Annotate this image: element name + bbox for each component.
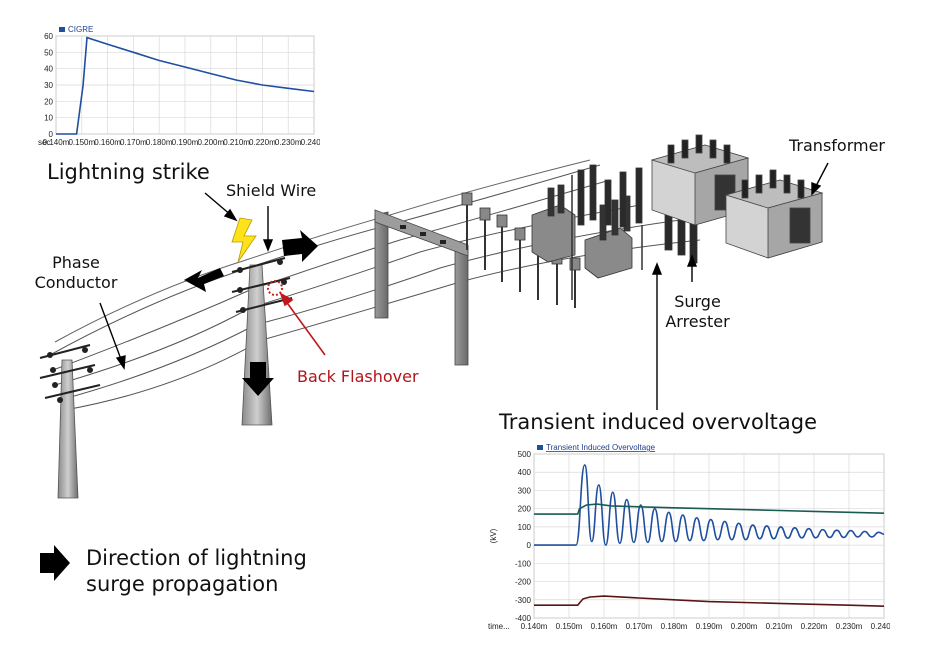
back-flashover-pointer: [279, 292, 326, 356]
y-tick-label: 30: [44, 81, 53, 90]
x-tick-label: 0.160m: [591, 622, 618, 631]
series-line-blue: [533, 464, 885, 546]
surge-arrester-label: Surge Arrester: [660, 292, 735, 332]
x-tick-label: 0.180m: [661, 622, 688, 631]
x-axis-label: sec: [38, 138, 50, 147]
x-tick-label: 0.240m: [301, 138, 320, 147]
arrow-left-icon: [184, 268, 224, 292]
conductor-wire: [64, 239, 701, 411]
substation-gantry: [374, 209, 469, 366]
shield-wire: [54, 159, 591, 343]
conductor-lines: [49, 159, 701, 411]
direction-legend-label: Direction of lightning surge propagation: [86, 545, 307, 597]
x-tick-label: 0.170m: [626, 622, 653, 631]
transmission-tower-left: [39, 344, 101, 499]
y-tick-label: 40: [44, 65, 53, 74]
legend-swatch: [537, 445, 543, 450]
y-tick-label: 300: [518, 486, 532, 495]
series-line-cigre: [56, 36, 315, 135]
series-line-darkred: [534, 595, 885, 607]
x-tick-label: 0.230m: [275, 138, 302, 147]
y-tick-label: 200: [518, 505, 532, 514]
substation-equipment: [461, 164, 698, 308]
y-tick-label: 50: [44, 48, 53, 57]
phase-conductor-label: Phase Conductor: [26, 253, 126, 293]
lightning-strike-label: Lightning strike: [47, 160, 210, 184]
x-tick-label: 0.200m: [197, 138, 224, 147]
phase-conductor-line1: Phase: [52, 253, 100, 272]
x-tick-label: 0.240m: [871, 622, 890, 631]
surge-direction-arrows: [40, 230, 318, 581]
x-tick-label: 0.210m: [766, 622, 793, 631]
arrow-right-icon: [282, 230, 318, 262]
legend-label: Transient Induced Overvoltage: [546, 443, 656, 452]
y-tick-label: 0: [527, 541, 532, 550]
y-tick-label: 0: [49, 130, 54, 139]
x-axis-label: time...: [488, 622, 510, 631]
direction-legend-line2: surge propagation: [86, 572, 279, 596]
x-tick-label: 0.210m: [223, 138, 250, 147]
legend-label: CIGRE: [68, 25, 93, 34]
conductor-wire: [49, 164, 601, 356]
y-tick-label: -200: [515, 578, 532, 587]
lightning-bolt-icon: [231, 217, 257, 263]
x-tick-label: 0.150m: [556, 622, 583, 631]
transformer-1: [650, 134, 750, 226]
y-tick-label: 60: [44, 32, 53, 41]
x-tick-label: 0.140m: [521, 622, 548, 631]
x-tick-label: 0.220m: [249, 138, 276, 147]
surge-arrester-line2: Arrester: [665, 312, 730, 331]
x-tick-label: 0.150m: [68, 138, 95, 147]
x-tick-label: 0.170m: [120, 138, 147, 147]
transmission-tower-middle: [231, 257, 293, 426]
arrow-down-icon: [242, 362, 274, 396]
x-tick-label: 0.230m: [836, 622, 863, 631]
phase-conductor-line2: Conductor: [34, 273, 118, 292]
flashover-spark-icon: [267, 280, 283, 296]
pointer-arrows: [99, 162, 829, 410]
conductor-wire: [52, 179, 611, 371]
x-tick-label: 0.190m: [696, 622, 723, 631]
x-tick-label: 0.160m: [94, 138, 121, 147]
transformer-2: [724, 169, 824, 259]
x-tick-label: 0.180m: [146, 138, 173, 147]
direction-legend-line1: Direction of lightning: [86, 546, 307, 570]
y-tick-label: -300: [515, 596, 532, 605]
x-tick-label: 0.200m: [731, 622, 758, 631]
x-tick-label: 0.140m: [43, 138, 70, 147]
surge-arrester-line1: Surge: [674, 292, 721, 311]
y-axis-label: (kV): [489, 528, 498, 543]
x-tick-label: 0.220m: [801, 622, 828, 631]
transformer-label: Transformer: [789, 136, 886, 155]
legend-swatch: [59, 27, 65, 32]
y-tick-label: 100: [518, 523, 532, 532]
series-line-teal: [534, 503, 885, 515]
x-tick-label: 0.190m: [172, 138, 199, 147]
back-flashover-label: Back Flashover: [297, 367, 419, 386]
y-tick-label: 20: [44, 97, 53, 106]
transient-overvoltage-title: Transient induced overvoltage: [499, 410, 818, 434]
legend-arrow-icon: [40, 545, 70, 581]
shield-wire-label: Shield Wire: [226, 181, 317, 200]
y-tick-label: -400: [515, 614, 532, 623]
y-tick-label: 400: [518, 468, 532, 477]
y-tick-label: 10: [44, 114, 53, 123]
y-tick-label: -100: [515, 559, 532, 568]
y-tick-label: 500: [518, 450, 532, 459]
